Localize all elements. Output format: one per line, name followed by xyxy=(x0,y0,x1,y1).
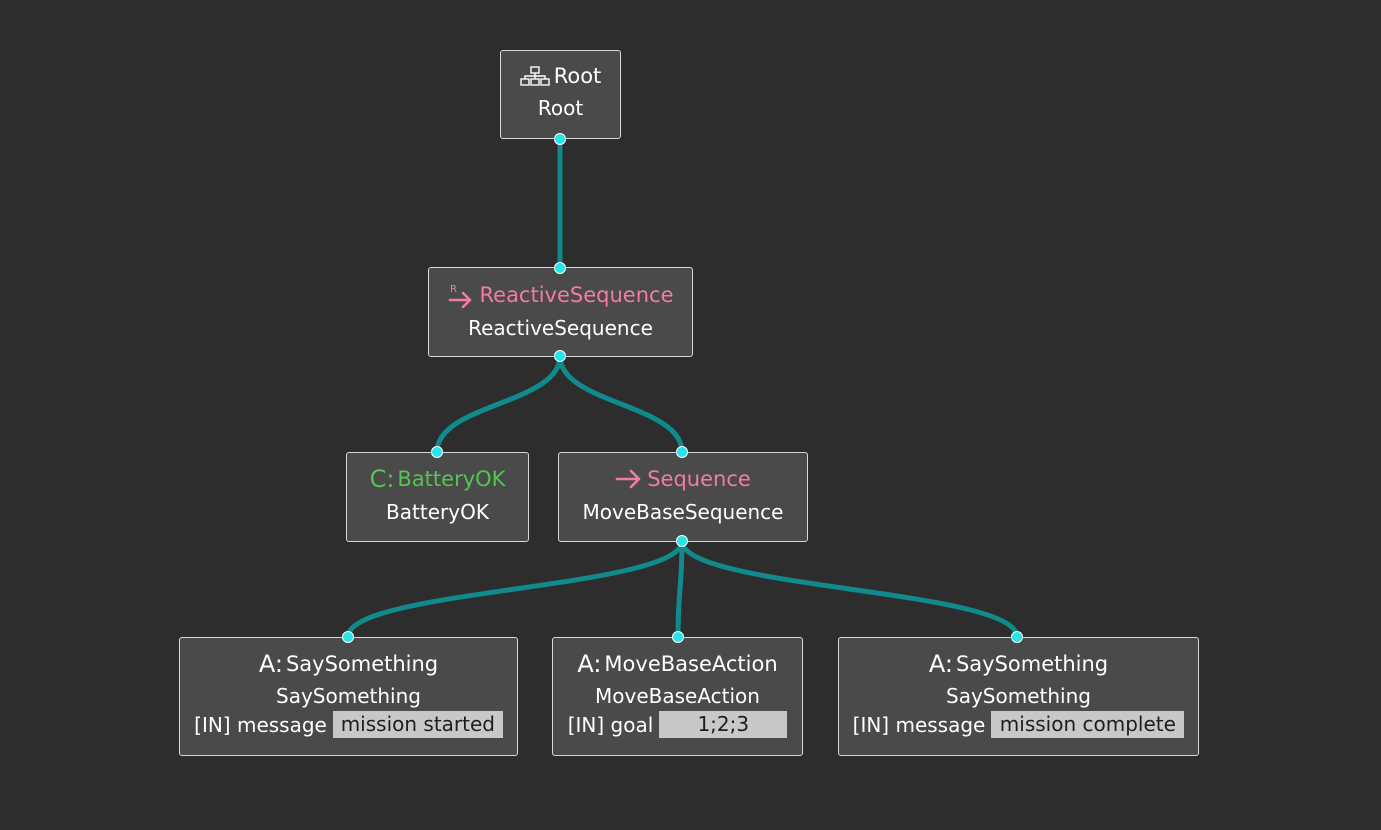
node-move-base-action-type: MoveBaseAction xyxy=(604,652,778,676)
edge-sequence-say2 xyxy=(679,540,1020,638)
node-sequence-instance: MoveBaseSequence xyxy=(582,500,784,524)
action-prefix: A: xyxy=(577,650,602,678)
port-dot-battery-in[interactable] xyxy=(431,446,443,458)
port-dot-say2-in[interactable] xyxy=(1011,631,1023,643)
port-label: [IN] goal xyxy=(567,712,654,737)
node-move-base-action-instance: MoveBaseAction xyxy=(595,684,760,708)
port-row-message: [IN] message mission complete xyxy=(839,711,1198,738)
port-row-goal: [IN] goal 1;2;3 xyxy=(553,711,802,738)
port-label: [IN] message xyxy=(194,712,327,737)
arrow-right-icon xyxy=(615,468,643,490)
port-dot-move-in[interactable] xyxy=(672,631,684,643)
node-battery-ok[interactable]: C: BatteryOK BatteryOK xyxy=(346,452,529,542)
node-say-something-2[interactable]: A: SaySomething SaySomething [IN] messag… xyxy=(838,637,1199,756)
port-value-field[interactable]: mission started xyxy=(332,711,503,738)
node-say-something-2-type: SaySomething xyxy=(955,652,1109,676)
node-sequence-type: Sequence xyxy=(647,467,751,491)
node-say-something-2-instance: SaySomething xyxy=(946,684,1091,708)
tree-icon xyxy=(520,65,550,87)
node-root-instance: Root xyxy=(537,96,584,120)
node-root[interactable]: Root Root xyxy=(500,50,621,139)
reactive-sequence-icon: R xyxy=(448,282,476,308)
port-value-field[interactable]: 1;2;3 xyxy=(659,711,788,738)
node-move-base-action[interactable]: A: MoveBaseAction MoveBaseAction [IN] go… xyxy=(552,637,803,756)
condition-prefix: C: xyxy=(369,465,395,493)
node-reactive-sequence-instance: ReactiveSequence xyxy=(468,316,653,340)
port-dot-root-out[interactable] xyxy=(554,133,566,145)
port-dot-say1-in[interactable] xyxy=(342,631,354,643)
port-dot-reactive-in[interactable] xyxy=(554,262,566,274)
node-reactive-sequence[interactable]: R ReactiveSequence ReactiveSequence xyxy=(428,267,693,357)
edge-reactive-battery xyxy=(434,355,563,453)
edge-sequence-move xyxy=(675,540,685,638)
port-dot-sequence-out[interactable] xyxy=(676,535,688,547)
action-prefix: A: xyxy=(928,650,953,678)
node-reactive-sequence-type: ReactiveSequence xyxy=(479,283,674,307)
port-label: [IN] message xyxy=(852,712,986,737)
edge-sequence-say1 xyxy=(345,540,685,638)
port-row-message: [IN] message mission started xyxy=(180,711,517,738)
edge-reactive-sequence xyxy=(557,355,685,453)
node-sequence[interactable]: Sequence MoveBaseSequence xyxy=(558,452,808,542)
port-dot-sequence-in[interactable] xyxy=(676,446,688,458)
node-battery-ok-instance: BatteryOK xyxy=(386,500,489,524)
node-battery-ok-type: BatteryOK xyxy=(397,467,506,491)
node-say-something-1[interactable]: A: SaySomething SaySomething [IN] messag… xyxy=(179,637,518,756)
port-value-field[interactable]: mission complete xyxy=(991,711,1185,738)
node-say-something-1-instance: SaySomething xyxy=(276,684,421,708)
action-prefix: A: xyxy=(258,650,283,678)
port-dot-reactive-out[interactable] xyxy=(554,350,566,362)
node-root-type: Root xyxy=(553,64,602,88)
svg-text:R: R xyxy=(450,284,457,295)
node-say-something-1-type: SaySomething xyxy=(285,652,439,676)
